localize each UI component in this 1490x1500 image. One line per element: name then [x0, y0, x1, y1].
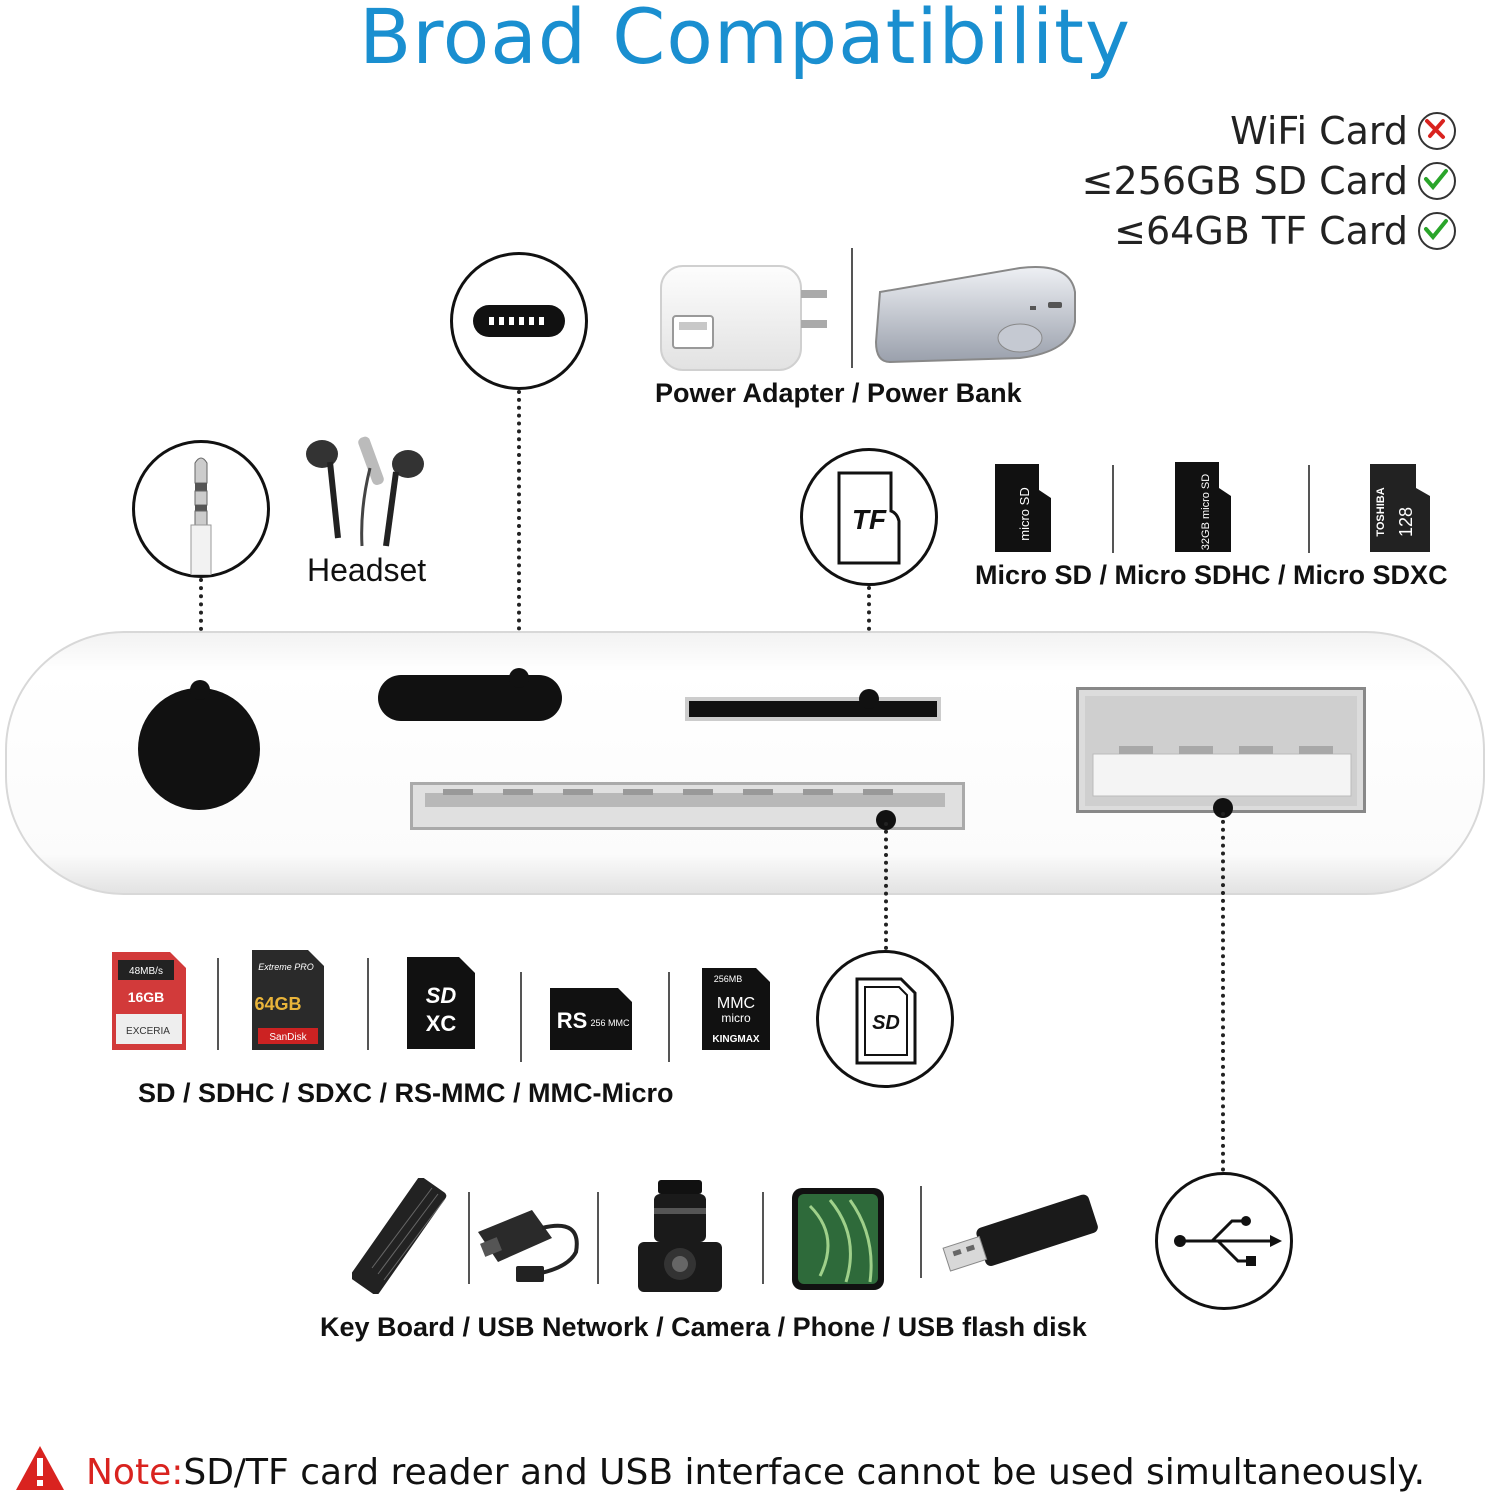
divider — [1112, 465, 1114, 553]
divider — [668, 972, 670, 1062]
keyboard-icon — [350, 1176, 452, 1295]
svg-text:256MB: 256MB — [714, 974, 743, 984]
tf-card-icon: TF — [837, 471, 901, 565]
micro-sd-card-icon: micro SD — [993, 462, 1055, 554]
divider — [468, 1192, 470, 1284]
svg-text:64GB: 64GB — [254, 994, 301, 1014]
svg-text:KINGMAX: KINGMAX — [712, 1034, 760, 1045]
svg-text:TF: TF — [852, 504, 887, 535]
power-bank-icon — [870, 262, 1082, 372]
svg-text:32GB micro SD: 32GB micro SD — [1200, 474, 1212, 550]
usb-flash-disk-icon — [940, 1194, 1100, 1284]
svg-text:Extreme PRO: Extreme PRO — [258, 962, 314, 972]
cross-icon — [1418, 112, 1456, 150]
usb-a-port — [1076, 687, 1366, 813]
divider — [851, 248, 853, 368]
check-icon — [1418, 162, 1456, 200]
mmc-micro-card-icon: 256MB MMC micro KINGMAX — [700, 966, 772, 1052]
tf-card-slot — [685, 697, 941, 721]
compat-row-wifi: WiFi Card — [1082, 106, 1456, 156]
sdxc-card-icon: SD XC — [405, 955, 477, 1051]
micro-sdhc-card-icon: 32GB micro SD — [1173, 460, 1235, 554]
audio-plug-icon — [190, 457, 212, 576]
sd-cards-label: SD / SDHC / SDXC / RS-MMC / MMC-Micro — [138, 1078, 674, 1108]
divider — [217, 958, 219, 1050]
usb-devices-label: Key Board / USB Network / Camera / Phone… — [320, 1312, 1087, 1342]
lightning-charge-port — [378, 675, 562, 721]
usb-network-adapter-icon — [472, 1198, 590, 1290]
headset-label: Headset — [307, 552, 427, 588]
svg-text:16GB: 16GB — [128, 989, 165, 1005]
connector-dot — [876, 810, 896, 830]
note-prefix: Note: — [86, 1452, 184, 1493]
lightning-port-callout — [450, 252, 588, 390]
audio-jack-callout — [132, 440, 270, 578]
sd-card-icon: SD — [855, 977, 917, 1065]
svg-text:EXCERIA: EXCERIA — [126, 1026, 170, 1037]
power-label: Power Adapter / Power Bank — [655, 378, 1022, 408]
rs-mmc-card-icon: RS 256 MMC — [548, 986, 634, 1052]
svg-text:SD: SD — [872, 1012, 900, 1034]
sd-card-exceria-icon: 48MB/s 16GB EXCERIA — [110, 950, 188, 1052]
compat-label: ≤256GB SD Card — [1081, 159, 1408, 203]
svg-text:XC: XC — [426, 1011, 457, 1036]
connector-line — [517, 390, 521, 678]
connector-dot — [509, 668, 529, 688]
svg-text:256 MMC: 256 MMC — [590, 1018, 630, 1028]
micro-cards-label: Micro SD / Micro SDHC / Micro SDXC — [975, 560, 1448, 590]
camera-icon — [634, 1178, 724, 1296]
connector-dot — [1213, 798, 1233, 818]
note-text: Note:SD/TF card reader and USB interface… — [86, 1452, 1425, 1493]
svg-text:micro: micro — [721, 1011, 751, 1025]
svg-text:MMC: MMC — [717, 995, 755, 1012]
svg-text:micro SD: micro SD — [1017, 487, 1032, 540]
compat-label: WiFi Card — [1230, 109, 1408, 153]
usb-port-callout — [1155, 1172, 1293, 1310]
svg-text:128: 128 — [1396, 507, 1416, 537]
compat-row-tf: ≤64GB TF Card — [1082, 206, 1456, 256]
phone-icon — [790, 1186, 886, 1292]
svg-text:RS: RS — [557, 1008, 588, 1033]
connector-dot — [859, 689, 879, 709]
svg-text:TOSHIBA: TOSHIBA — [1375, 487, 1387, 536]
compat-row-sd: ≤256GB SD Card — [1082, 156, 1456, 206]
micro-sdxc-card-icon: TOSHIBA 128 — [1368, 462, 1434, 554]
compat-label: ≤64GB TF Card — [1114, 209, 1408, 253]
divider — [920, 1186, 922, 1278]
audio-jack-port — [138, 688, 260, 810]
sd-card-slot — [410, 782, 965, 830]
page-title: Broad Compatibility — [359, 0, 1131, 81]
warning-icon — [14, 1444, 66, 1492]
headset-icon — [300, 428, 430, 548]
compatibility-list: WiFi Card ≤256GB SD Card ≤64GB TF Card — [1082, 106, 1456, 256]
usb-symbol-icon — [1174, 1216, 1282, 1266]
divider — [367, 958, 369, 1050]
power-adapter-icon — [655, 262, 833, 374]
divider — [597, 1192, 599, 1284]
connector-line — [884, 822, 888, 950]
sd-card-sandisk-icon: Extreme PRO 64GB SanDisk — [250, 948, 326, 1052]
connector-line — [1221, 812, 1225, 1172]
note-body: SD/TF card reader and USB interface cann… — [183, 1452, 1426, 1493]
divider — [1308, 465, 1310, 553]
divider — [520, 972, 522, 1062]
check-icon — [1418, 212, 1456, 250]
lightning-port-icon — [473, 305, 565, 337]
connector-dot — [190, 680, 210, 700]
divider — [762, 1192, 764, 1284]
sd-slot-callout: SD — [816, 950, 954, 1088]
svg-text:SanDisk: SanDisk — [269, 1032, 307, 1043]
svg-text:48MB/s: 48MB/s — [129, 966, 163, 977]
tf-slot-callout: TF — [800, 448, 938, 586]
svg-text:SD: SD — [426, 983, 457, 1008]
